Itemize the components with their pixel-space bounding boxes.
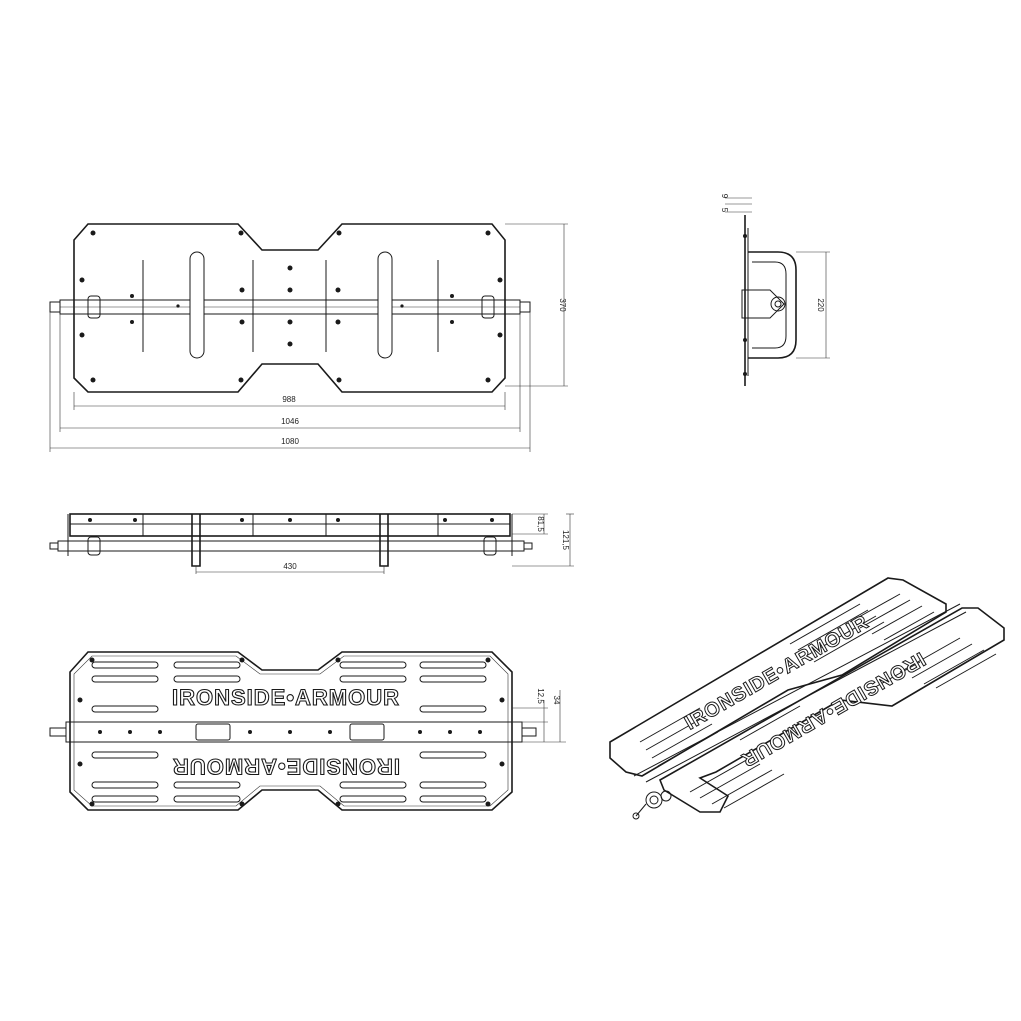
top-end-pin-left (49, 301, 61, 313)
dim-5: 5 (720, 208, 729, 213)
end-view: 9 5 220 (720, 194, 830, 386)
dim-9: 9 (720, 194, 729, 199)
dim-1046: 1046 (281, 417, 299, 426)
bottom-plate-outline (69, 651, 513, 811)
top-handle-right (377, 251, 393, 359)
end-handle (748, 251, 797, 359)
iso-slots (639, 593, 997, 809)
bottom-rail-block-right (349, 723, 385, 741)
bottom-logo-top: IRONSIDE•ARMOUR (172, 685, 400, 710)
iso-plate-upper (609, 577, 947, 777)
dim-1080: 1080 (281, 437, 299, 446)
iso-plate-lower (658, 607, 1005, 813)
bottom-view: IRONSIDE•ARMOUR IRONSIDE•ARMOUR 12,5 34 (49, 651, 566, 811)
side-plate (69, 513, 511, 537)
bottom-dimensions (512, 690, 566, 743)
top-end-pin-right (519, 301, 531, 313)
top-view: 988 1046 1080 370 (49, 223, 568, 452)
top-knob-left (87, 295, 101, 319)
top-knob-right (481, 295, 495, 319)
end-pivot (770, 296, 786, 312)
dim-34: 34 (552, 696, 561, 705)
side-dimensions (195, 513, 574, 574)
top-mount-holes (79, 230, 503, 383)
top-dimensions (49, 223, 568, 452)
top-plate-outline (73, 223, 506, 393)
side-rail (57, 540, 525, 552)
dim-81-5: 81,5 (536, 516, 545, 532)
side-handle-right (379, 514, 389, 567)
side-handle-left (191, 514, 201, 567)
top-handle-left (189, 251, 205, 359)
dim-121-5: 121,5 (561, 530, 570, 551)
bottom-rail-block-left (195, 723, 231, 741)
bottom-rail (65, 721, 523, 743)
dim-370: 370 (558, 298, 567, 312)
dim-430: 430 (283, 562, 297, 571)
iso-end-hardware (632, 790, 672, 820)
bottom-slots (91, 661, 487, 803)
end-dimensions (725, 197, 830, 359)
dim-220: 220 (816, 298, 825, 312)
bottom-logo-bottom: IRONSIDE•ARMOUR (172, 754, 400, 779)
dim-988: 988 (282, 395, 296, 404)
side-view: 430 81,5 121,5 (49, 513, 574, 574)
dim-12-5: 12,5 (536, 688, 545, 704)
isometric-view: IRONSIDE•ARMOUR IRONSIDE•ARMOUR (609, 577, 1005, 820)
